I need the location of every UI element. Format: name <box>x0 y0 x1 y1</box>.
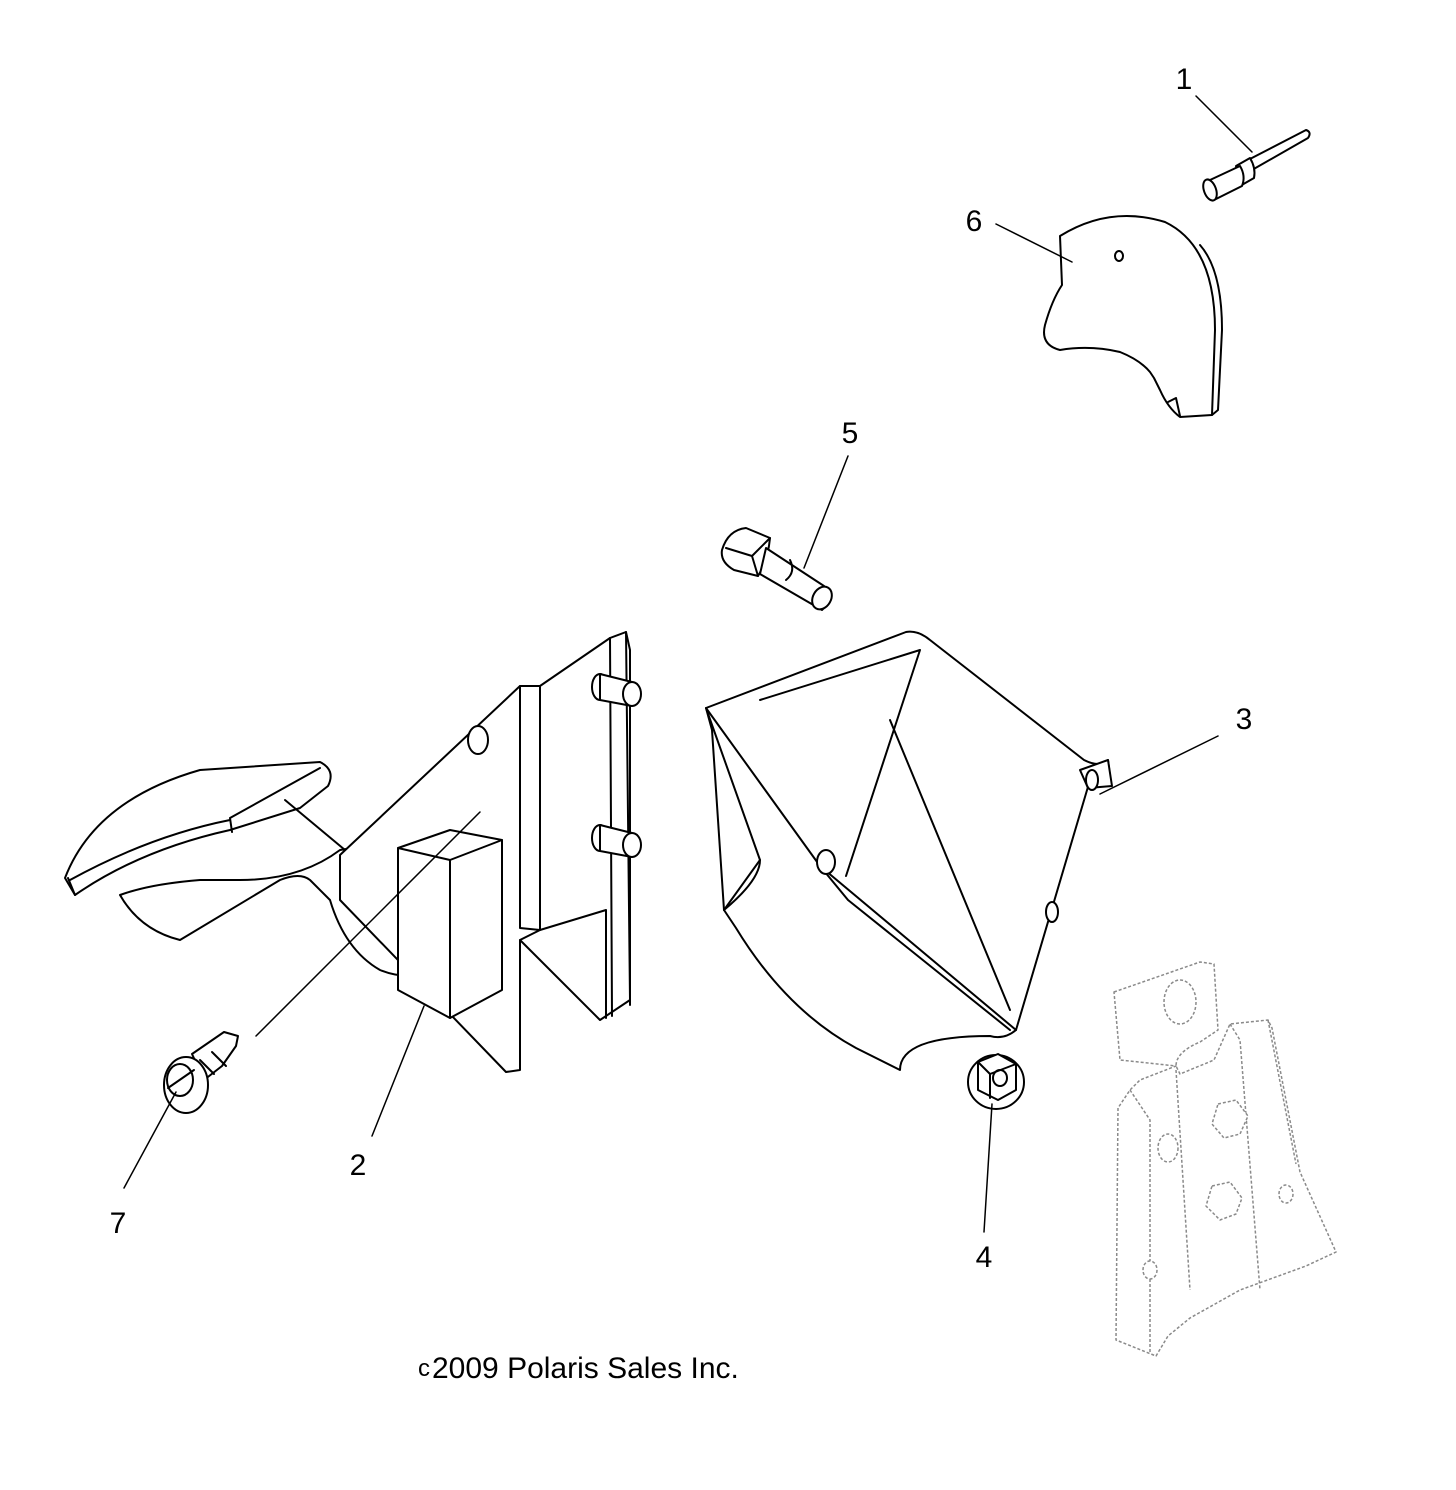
install-line-2 <box>255 811 481 1037</box>
callout-4: 4 <box>975 1241 993 1274</box>
leader-line-4 <box>983 1103 993 1233</box>
part-7-push-pin <box>163 1031 239 1114</box>
leader-line-3 <box>1099 735 1219 795</box>
callout-7: 7 <box>109 1207 127 1240</box>
part-5-bolt <box>720 527 833 611</box>
part-1-rivet <box>1202 129 1311 202</box>
leader-line-1 <box>1195 95 1253 153</box>
part-4-flange-nut <box>967 1053 1025 1110</box>
copyright-notice: c2009 Polaris Sales Inc. <box>418 1354 739 1384</box>
copyright-symbol: c <box>418 1355 430 1382</box>
callout-6: 6 <box>965 205 983 238</box>
copyright-text: 2009 Polaris Sales Inc. <box>432 1352 739 1385</box>
leader-line-7 <box>123 1091 177 1189</box>
reference-frame-bracket <box>1113 961 1337 1357</box>
leader-line-5 <box>803 455 849 569</box>
leader-line-6 <box>995 223 1073 263</box>
callout-5: 5 <box>841 417 859 450</box>
callout-1: 1 <box>1175 63 1193 96</box>
leader-line-2 <box>371 1005 425 1137</box>
part-2-pedal-bracket <box>64 631 642 1073</box>
callout-3: 3 <box>1235 703 1253 736</box>
part-6-plate <box>1043 214 1223 418</box>
callout-2: 2 <box>349 1149 367 1182</box>
part-3-shield <box>705 630 1113 1071</box>
